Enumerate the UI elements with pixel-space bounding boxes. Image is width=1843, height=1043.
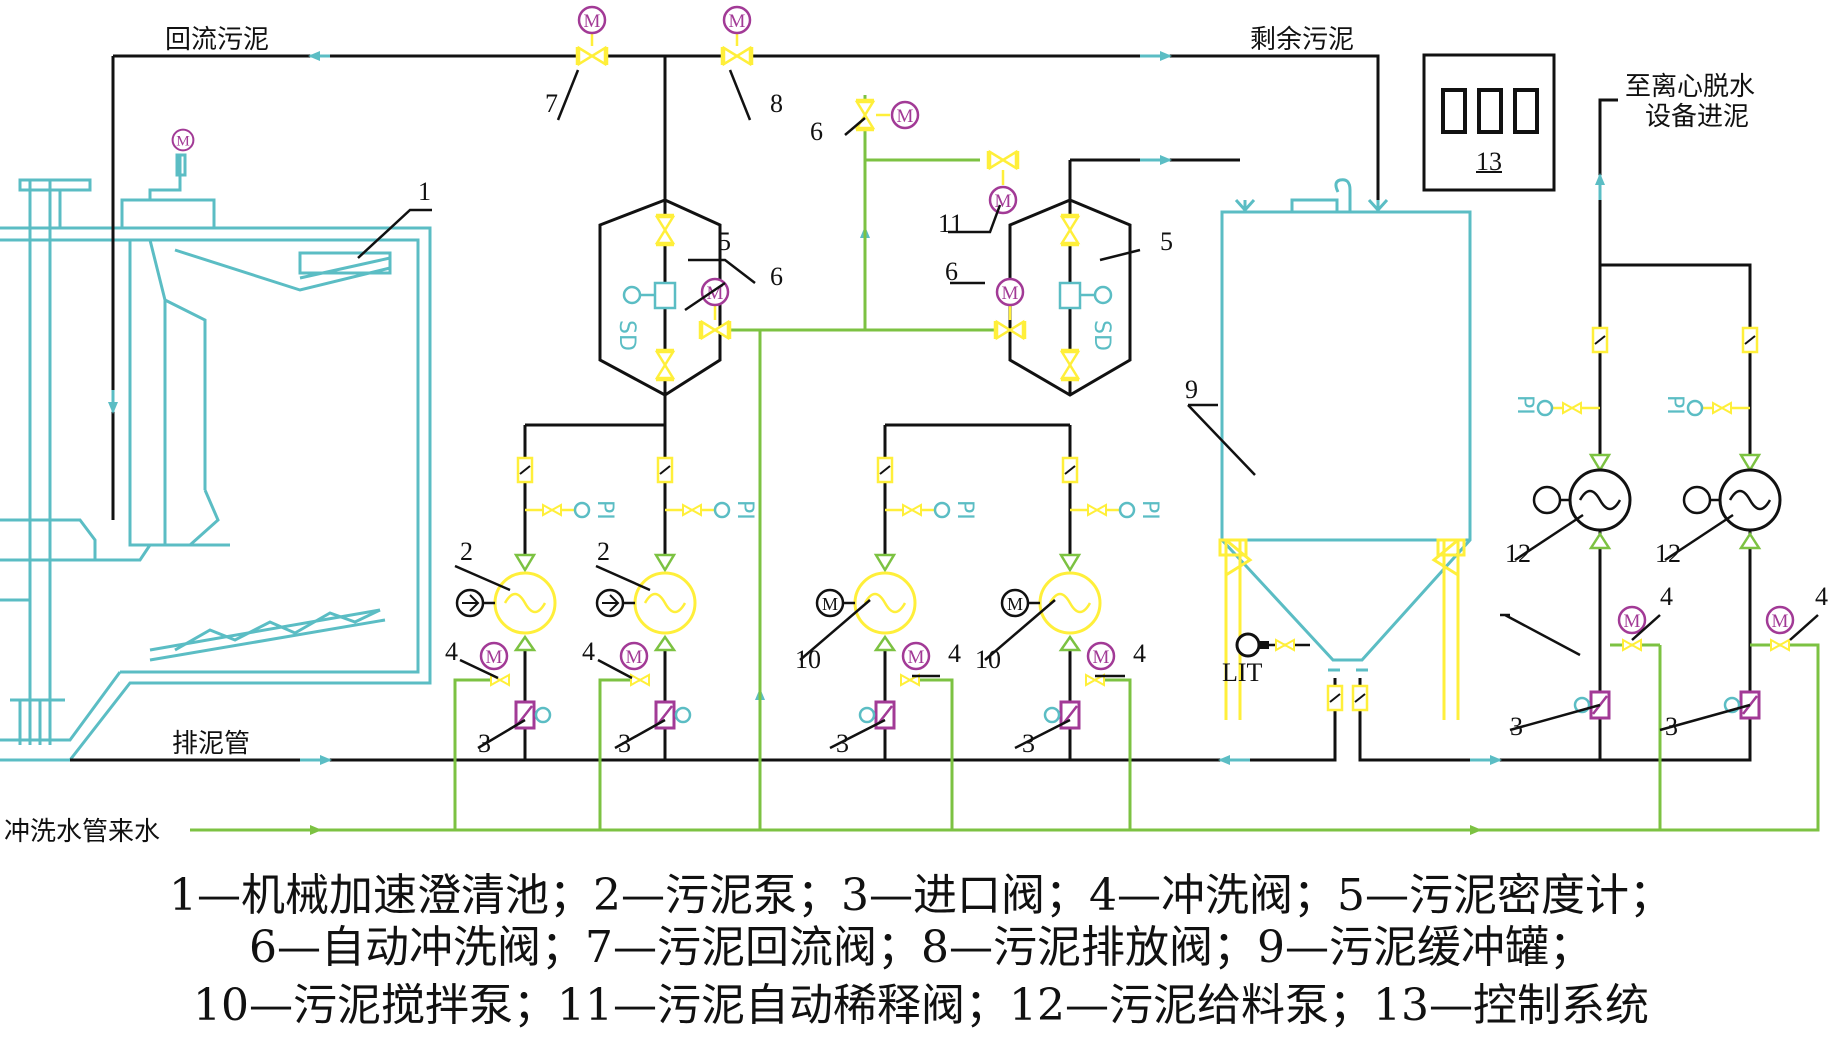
legend-line-2: 6—自动冲洗阀；7—污泥回流阀；8—污泥排放阀；9—污泥缓冲罐； [249, 922, 1593, 973]
pi-label-2: PI [732, 500, 757, 520]
callout-10a: 10 [795, 645, 821, 674]
inlet-valves-3[interactable] [514, 690, 1761, 730]
label-excess-sludge: 剩余污泥 [1250, 25, 1354, 55]
pi-label-5: PI [1512, 395, 1537, 415]
feed-pump-12a[interactable] [1532, 326, 1632, 550]
flow-arrows [108, 51, 1605, 765]
sludge-buffer-tank [1218, 178, 1472, 720]
callout-7: 7 [545, 89, 558, 118]
callout-5-left: 5 [718, 227, 731, 256]
sludge-discharge-valve-8[interactable] [720, 5, 754, 67]
callout-13: 13 [1476, 147, 1502, 176]
sludge-pump-2b[interactable] [595, 553, 697, 652]
pi-label-1: PI [592, 500, 617, 520]
level-transmitter [1235, 632, 1310, 658]
callout-10b: 10 [975, 645, 1001, 674]
callout-4c: 4 [948, 639, 961, 668]
clarifier-motor-icon [171, 128, 195, 152]
label-return-sludge: 回流污泥 [165, 25, 269, 55]
pi-label-4: PI [1137, 500, 1162, 520]
callout-3a: 3 [478, 729, 491, 758]
callout-11: 11 [938, 209, 963, 238]
clarifier-tank [0, 153, 432, 762]
feed-pump-12b[interactable] [1682, 326, 1782, 550]
callout-3e: 3 [1510, 712, 1523, 741]
lit-label: LIT [1222, 658, 1263, 687]
label-drain-pipe: 排泥管 [172, 729, 250, 759]
pi-label-3: PI [952, 500, 977, 520]
legend-line-3: 10—污泥搅拌泵；11—污泥自动稀释阀；12—污泥给料泵；13—控制系统 [193, 980, 1649, 1031]
callout-12a: 12 [1505, 539, 1531, 568]
legend-line-1: 1—机械加速澄清池；2—污泥泵；3—进口阀；4—冲洗阀；5—污泥密度计； [169, 870, 1673, 921]
svg-text:M: M [822, 594, 838, 614]
callout-5-right: 5 [1160, 227, 1173, 256]
callout-12b: 12 [1655, 539, 1681, 568]
mixing-pump-10a[interactable]: M [815, 553, 917, 652]
callout-4d: 4 [1133, 639, 1146, 668]
callout-4f: 4 [1815, 582, 1828, 611]
callout-6-top: 6 [810, 117, 823, 146]
density-meter-label-left: SD [614, 320, 639, 351]
pi-label-6: PI [1662, 395, 1687, 415]
label-to-centrifuge-2: 设备进泥 [1645, 102, 1749, 132]
callout-2b: 2 [597, 537, 610, 566]
callout-9: 9 [1185, 375, 1198, 404]
callout-8: 8 [770, 89, 783, 118]
tank-outlet-unions [1326, 684, 1369, 712]
sludge-pump-2a[interactable] [455, 553, 557, 652]
sludge-return-valve-7[interactable] [575, 5, 609, 67]
callout-6-left: 6 [770, 262, 783, 291]
callout-4e: 4 [1660, 582, 1673, 611]
callout-2a: 2 [460, 537, 473, 566]
callout-1: 1 [418, 177, 431, 206]
callout-3c: 3 [836, 729, 849, 758]
label-to-centrifuge-1: 至离心脱水 [1625, 72, 1755, 102]
left-pump-instruments [516, 456, 1136, 519]
callout-3f: 3 [1665, 712, 1678, 741]
mixing-pump-10b[interactable]: M [1000, 553, 1102, 652]
control-system-panel [1422, 53, 1556, 192]
callout-3d: 3 [1022, 729, 1035, 758]
callout-4a: 4 [445, 637, 458, 666]
auto-flush-valve-6-top[interactable] [854, 98, 920, 132]
auto-dilution-valve-11[interactable] [986, 149, 1020, 215]
callout-3b: 3 [618, 729, 631, 758]
right-branch-valves[interactable] [993, 213, 1113, 382]
label-flush-water: 冲洗水管来水 [4, 817, 160, 847]
left-branch-valves[interactable] [622, 213, 732, 382]
svg-text:M: M [1007, 594, 1023, 614]
callout-4b: 4 [582, 637, 595, 666]
density-meter-label-right: SD [1089, 320, 1114, 351]
callout-6-right: 6 [945, 257, 958, 286]
callout-leaders [357, 69, 1819, 750]
